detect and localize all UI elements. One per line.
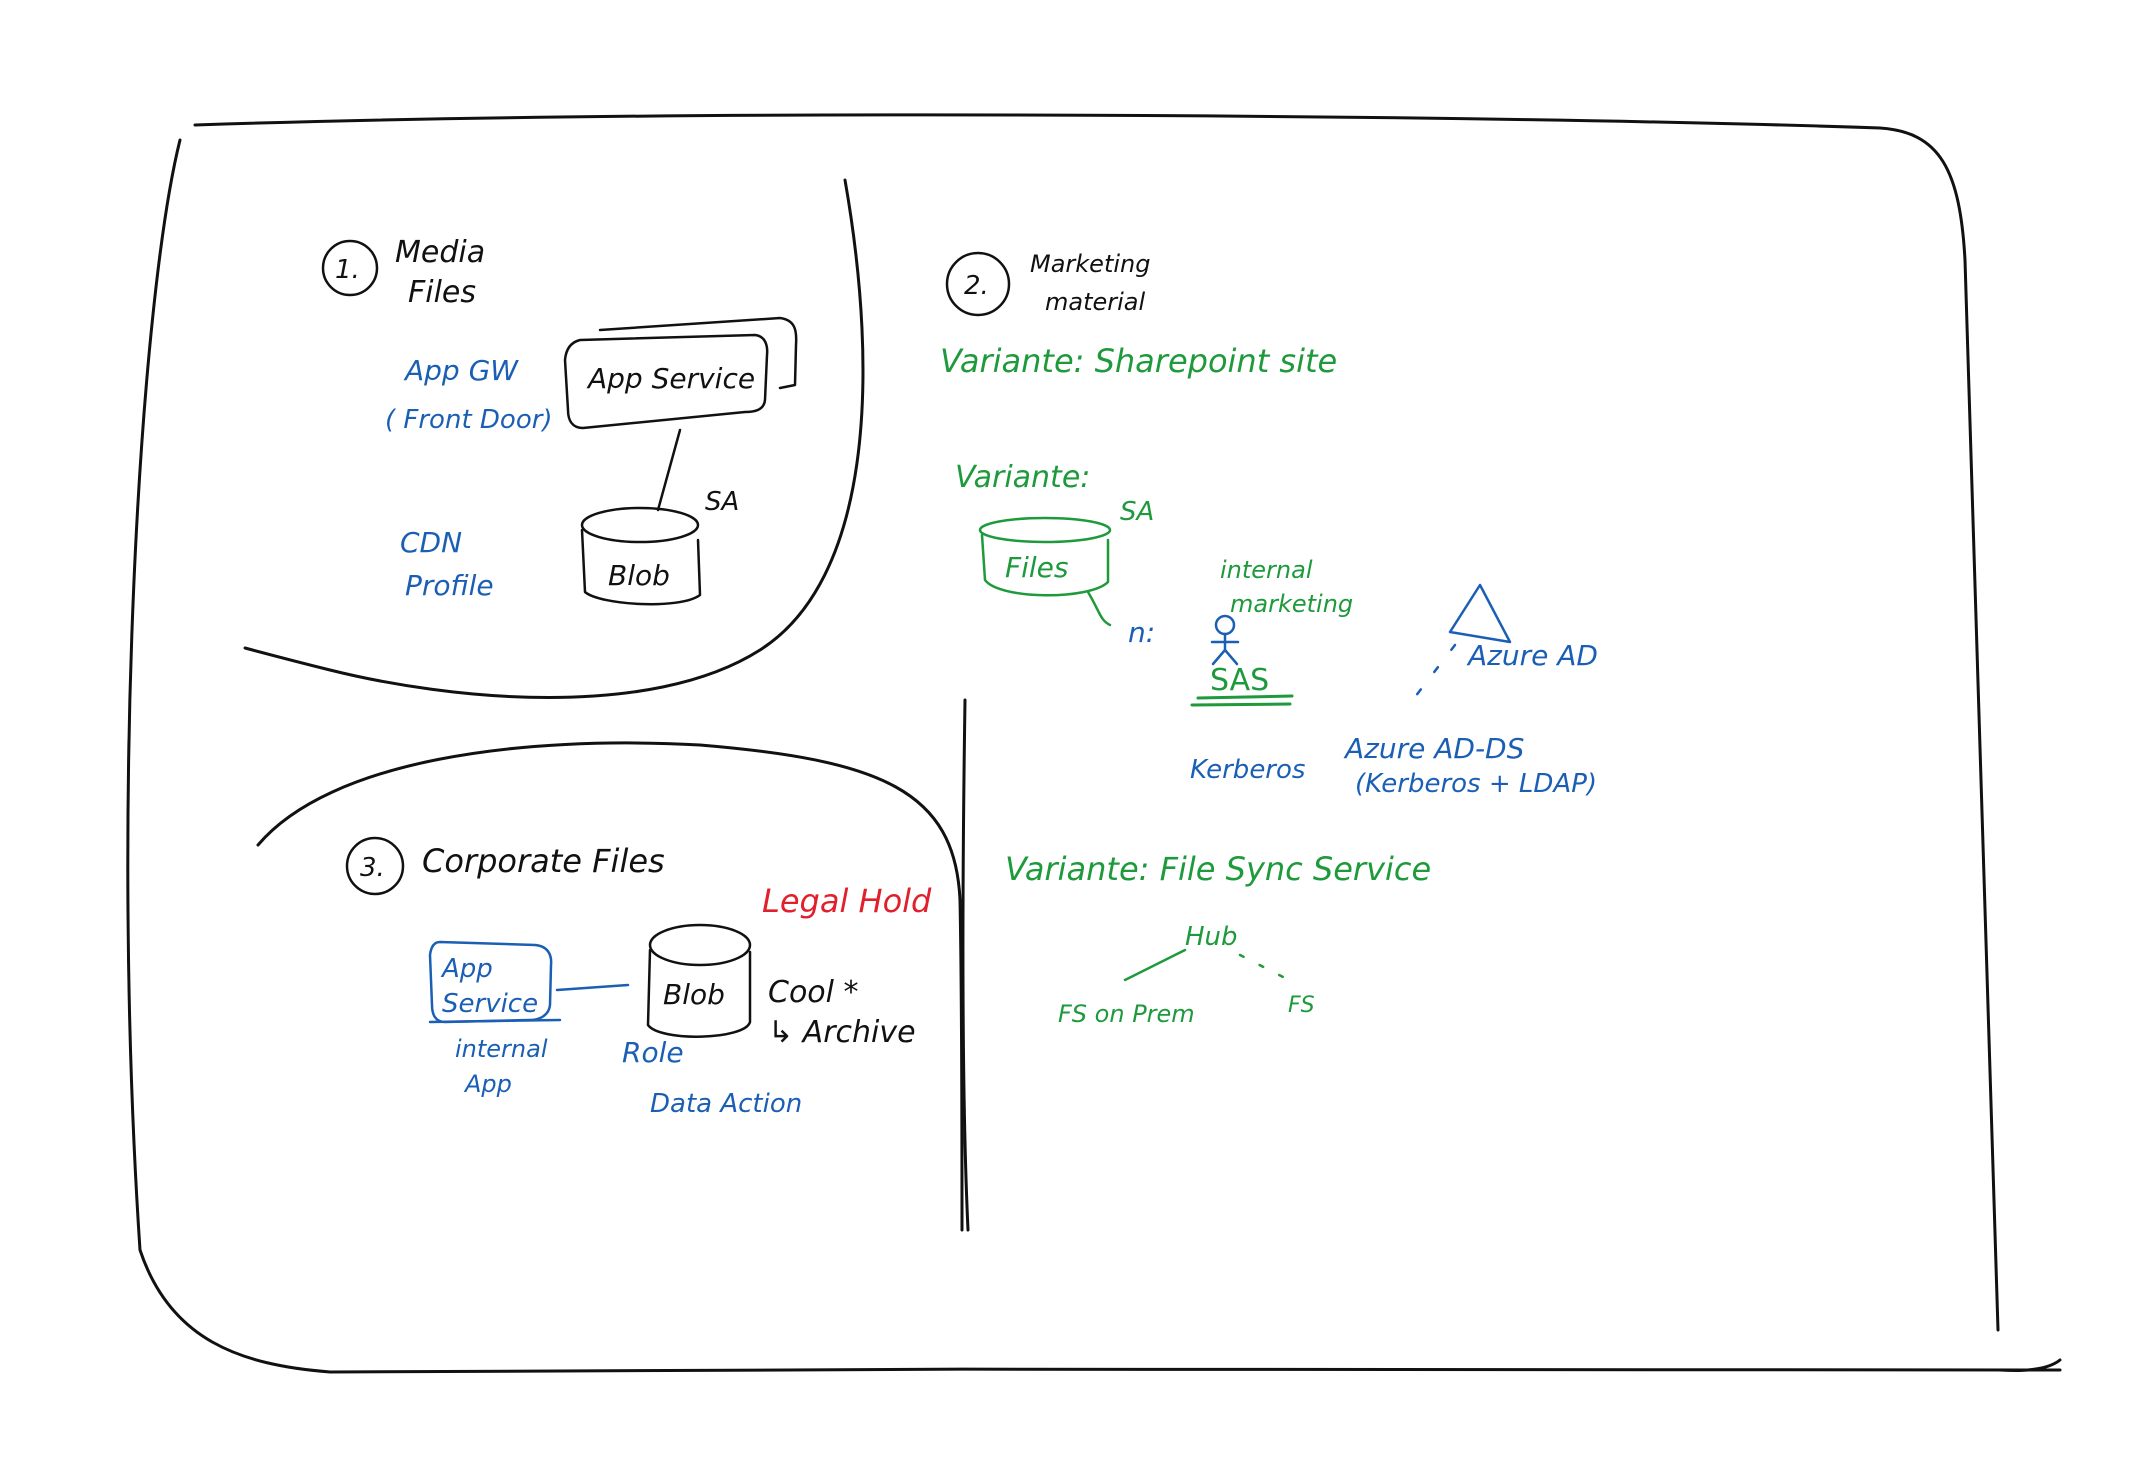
- kerberos-ldap-label: (Kerberos + LDAP): [1355, 769, 1597, 799]
- section2-number-circle: [945, 251, 1011, 317]
- app-service-box: [563, 333, 769, 430]
- fs-label: FS: [1288, 993, 1315, 1018]
- variant-filesync: Variante: File Sync Service: [1005, 850, 1431, 888]
- profile-label: Profile: [405, 569, 494, 602]
- section3-boundary: [256, 741, 964, 1232]
- section2-number: 2.: [964, 271, 989, 301]
- files-cylinder-body: [980, 533, 1110, 597]
- section3-title: Corporate Files: [422, 842, 665, 880]
- section1-title-line1: Media: [395, 235, 485, 270]
- hub-to-fs-onprem: [1123, 948, 1187, 982]
- sas-label: SAS: [1210, 663, 1269, 698]
- outer-frame-bottom-tail: [1998, 1358, 2062, 1372]
- internal-app-line2: App: [463, 1070, 512, 1098]
- azure-ad-triangle-icon: [1448, 583, 1512, 644]
- app-service3-blob-connector: [555, 983, 630, 992]
- role-label: Role: [622, 1036, 684, 1069]
- blob3-body: [646, 948, 752, 1038]
- section1-sa-label: SA: [705, 487, 739, 517]
- hub-label: Hub: [1185, 922, 1238, 952]
- outer-frame: [193, 113, 2000, 1332]
- section1-number: 1.: [335, 255, 360, 285]
- variant-sharepoint: Variante: Sharepoint site: [940, 342, 1337, 380]
- section2-divider-left: [961, 698, 970, 1232]
- section1-media-files: 1. Media Files App GW ( Front Door) App …: [321, 235, 798, 606]
- archive-label: ↳ Archive: [768, 1015, 916, 1050]
- section3-number: 3.: [360, 853, 385, 883]
- blob1-label: Blob: [608, 559, 670, 592]
- legal-hold-label: Legal Hold: [762, 882, 932, 920]
- files-connector: [1086, 590, 1112, 627]
- app-service3-line2: Service: [442, 989, 538, 1019]
- azure-ad-label: Azure AD: [1466, 639, 1598, 672]
- app-service3-underline: [428, 1018, 562, 1024]
- internal-label: internal: [1220, 556, 1313, 584]
- azure-adds-label: Azure AD-DS: [1343, 732, 1524, 765]
- section1-title-line2: Files: [408, 275, 476, 310]
- sas-underline-2: [1190, 702, 1292, 707]
- files-label: Files: [1005, 551, 1068, 584]
- section2-title-line2: material: [1045, 288, 1146, 316]
- blob3-top: [648, 923, 752, 967]
- variant-files-label: Variante:: [955, 460, 1090, 495]
- section2-sa-label: SA: [1120, 497, 1154, 527]
- app-service-back-box: [598, 316, 798, 390]
- user-icon: [1210, 614, 1240, 666]
- section2-marketing-material: 2. Marketing material Variante: Sharepoi…: [940, 250, 1598, 1028]
- section1-boundary: [243, 178, 865, 699]
- blob1-body: [580, 528, 702, 606]
- cool-label: Cool *: [768, 975, 859, 1010]
- section3-corporate-files: 3. Corporate Files Legal Hold App Servic…: [345, 836, 932, 1119]
- hub-to-fs-dashed: [1238, 953, 1287, 980]
- files-cylinder-top: [978, 516, 1112, 544]
- app-service3-line1: App: [440, 954, 493, 984]
- front-door-label: ( Front Door): [385, 405, 553, 435]
- app-service-blob-connector: [656, 428, 682, 512]
- cdn-label: CDN: [400, 526, 462, 559]
- section3-number-circle: [345, 836, 405, 896]
- sas-underline-1: [1196, 694, 1294, 700]
- internal-app-line1: internal: [455, 1035, 548, 1063]
- kerberos-label: Kerberos: [1190, 755, 1305, 785]
- data-action-label: Data Action: [650, 1089, 802, 1119]
- fs-onprem-label: FS on Prem: [1058, 1000, 1195, 1028]
- outer-frame-left: [126, 138, 2062, 1374]
- section1-number-circle: [321, 239, 379, 297]
- section2-title-line1: Marketing: [1030, 250, 1150, 278]
- marketing-label: marketing: [1230, 590, 1353, 618]
- app-gw-label: App GW: [403, 354, 519, 387]
- app-service-label: App Service: [586, 362, 755, 395]
- blob3-label: Blob: [663, 978, 725, 1011]
- n-label: n:: [1128, 616, 1155, 649]
- azure-ad-dashed-link: [1403, 643, 1457, 712]
- blob1-top: [580, 506, 700, 544]
